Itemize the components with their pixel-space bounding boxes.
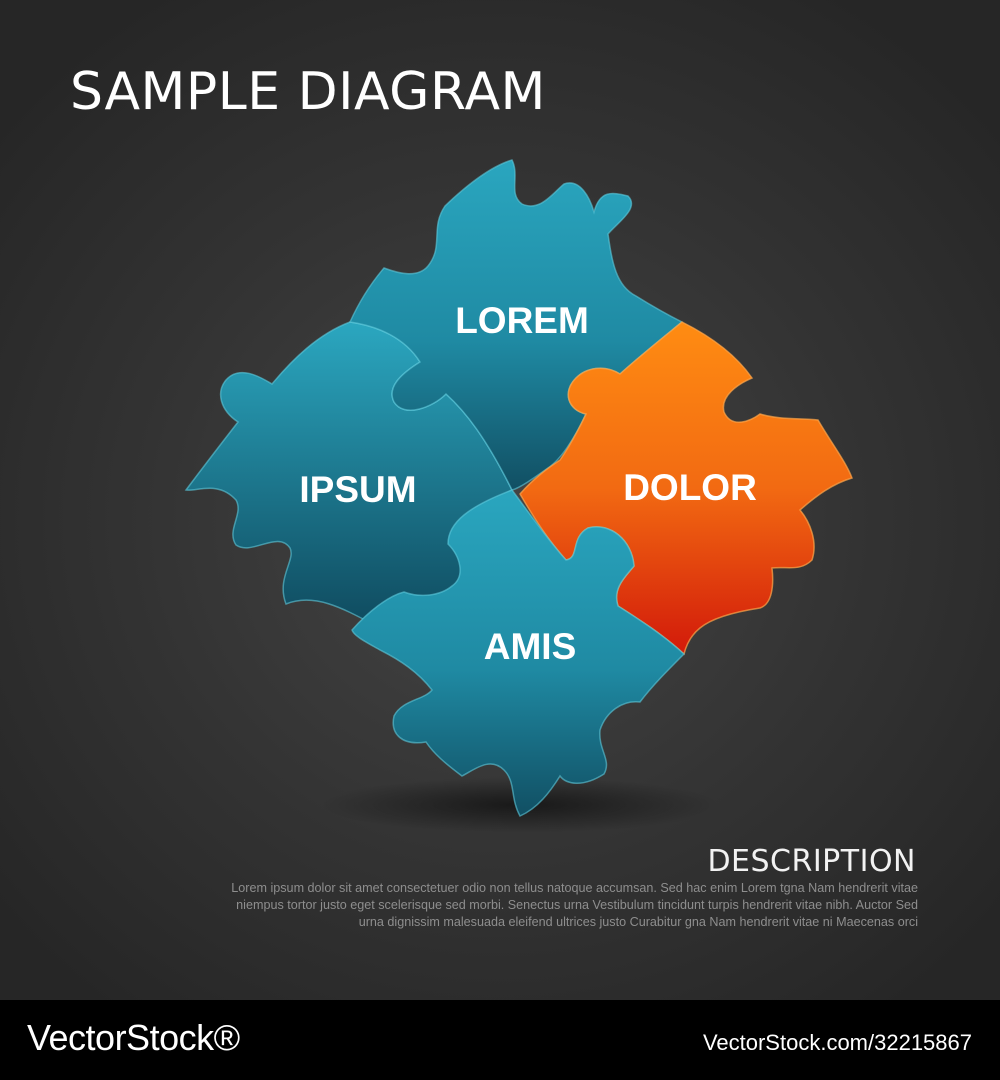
piece-label-dolor: DOLOR bbox=[623, 467, 757, 508]
description-line: Lorem ipsum dolor sit amet consectetuer … bbox=[231, 881, 918, 895]
description-heading: DESCRIPTION bbox=[707, 844, 916, 879]
footer-bar: VectorStock® VectorStock.com/32215867 bbox=[0, 1000, 1000, 1080]
description-line: urna dignissim malesuada eleifend ultric… bbox=[358, 915, 918, 929]
footer-brand-logo: VectorStock® bbox=[27, 1017, 240, 1058]
puzzle-piece-amis bbox=[351, 489, 686, 817]
footer-image-id: VectorStock.com/32215867 bbox=[702, 1030, 972, 1055]
puzzle-diagram: LOREM IPSUM DOLOR AMIS bbox=[184, 159, 853, 833]
piece-label-amis: AMIS bbox=[484, 626, 577, 667]
puzzle-piece-dolor bbox=[519, 321, 853, 656]
diagram-canvas: SAMPLE DIAGRAM bbox=[0, 0, 1000, 1000]
description-body: Lorem ipsum dolor sit amet consectetuer … bbox=[78, 880, 918, 931]
diagram-title: SAMPLE DIAGRAM bbox=[70, 62, 546, 122]
piece-label-lorem: LOREM bbox=[455, 300, 589, 341]
description-line: niempus tortor justo eget scelerisque se… bbox=[236, 898, 918, 912]
piece-label-ipsum: IPSUM bbox=[299, 469, 416, 510]
